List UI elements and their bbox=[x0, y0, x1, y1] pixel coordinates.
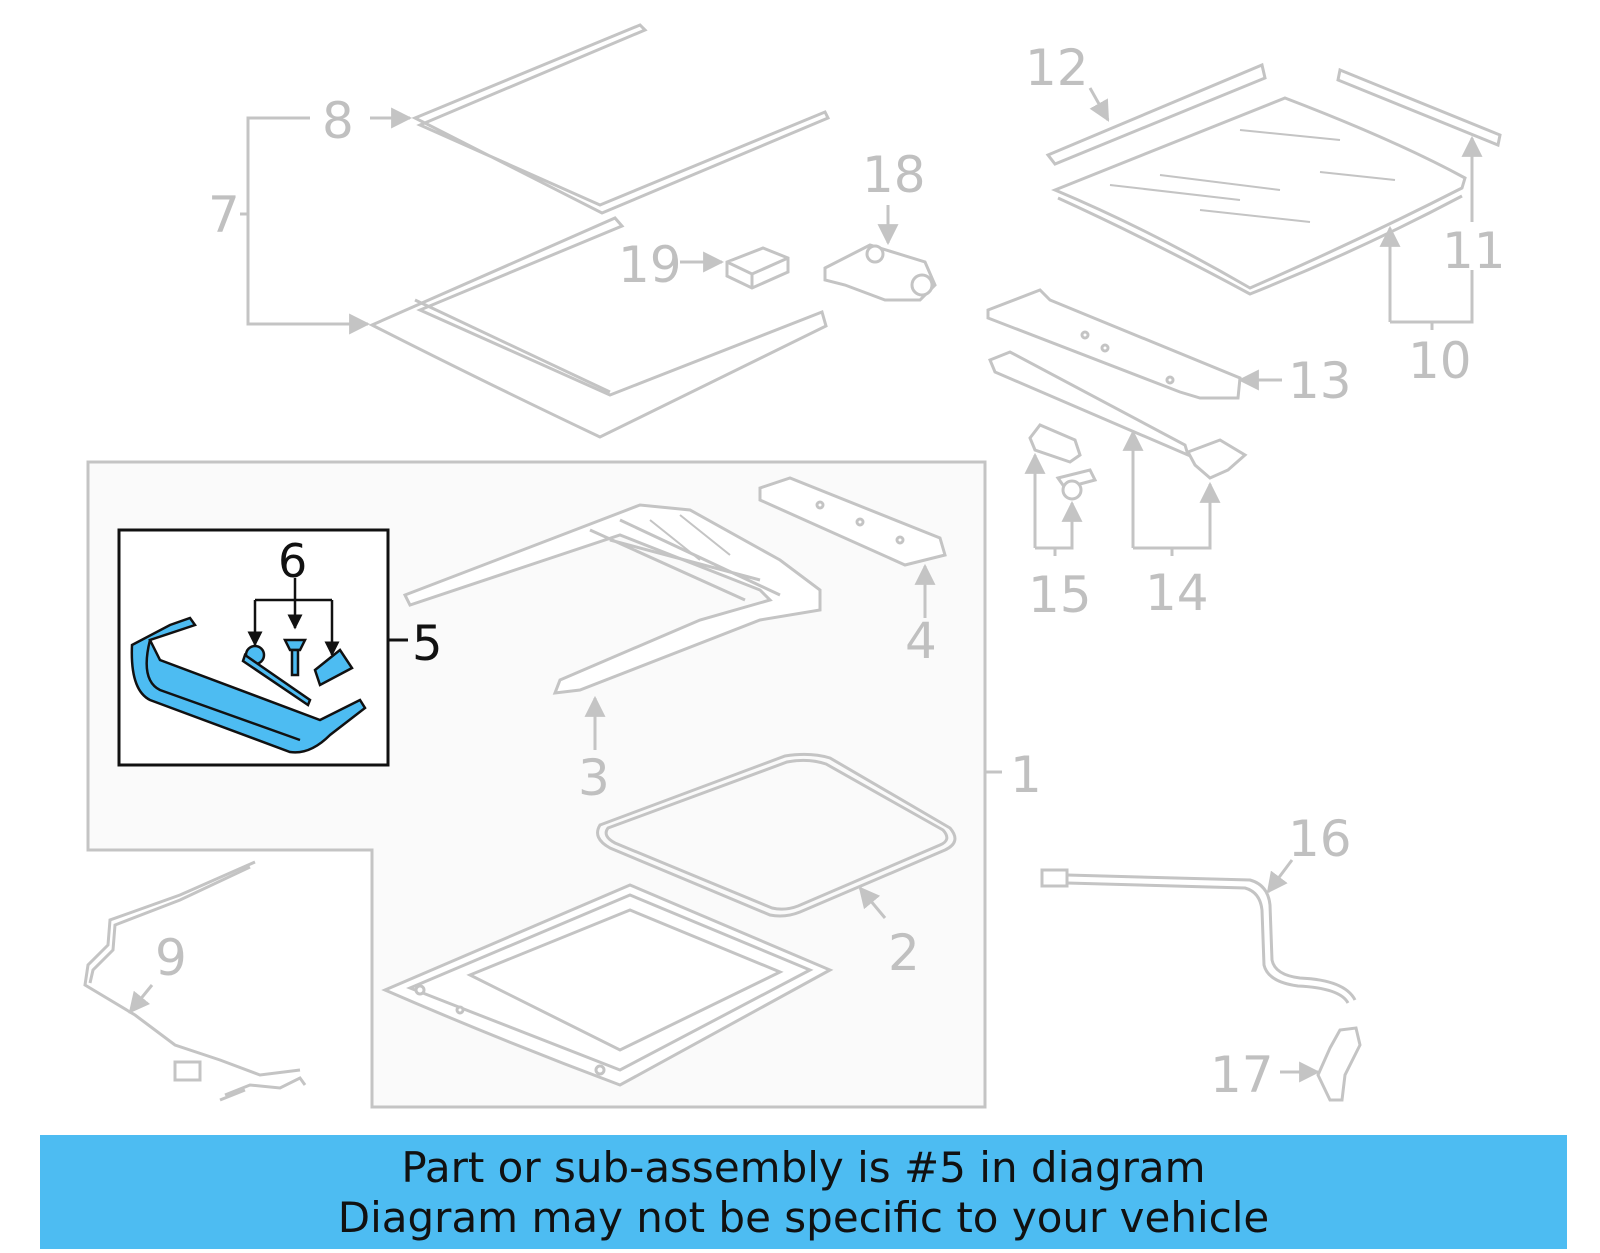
motor-part-18 bbox=[823, 243, 937, 302]
weatherstrip-part-12 bbox=[1045, 62, 1267, 166]
callout-14: 14 bbox=[1145, 564, 1209, 622]
drain-hose-part-16 bbox=[1040, 868, 1357, 1004]
seal-part-2 bbox=[596, 752, 957, 918]
callout-8: 8 bbox=[322, 92, 354, 150]
drain-tray-part-5 bbox=[130, 616, 367, 754]
bracket-15 bbox=[1024, 452, 1083, 556]
info-banner: Part or sub-assembly is #5 in diagram Di… bbox=[40, 1135, 1567, 1249]
rail-part-13 bbox=[986, 288, 1242, 400]
banner-line-2: Diagram may not be specific to your vehi… bbox=[337, 1193, 1270, 1242]
callout-10: 10 bbox=[1408, 332, 1472, 390]
arrow-12 bbox=[1088, 87, 1110, 122]
callout-18: 18 bbox=[862, 146, 926, 204]
callout-9: 9 bbox=[155, 929, 187, 987]
banner-line-1: Part or sub-assembly is #5 in diagram bbox=[401, 1143, 1206, 1192]
callout-13: 13 bbox=[1288, 352, 1352, 410]
bracket-7 bbox=[240, 107, 413, 335]
callout-19: 19 bbox=[618, 236, 682, 294]
housing-assembly bbox=[381, 883, 834, 1087]
callout-1: 1 bbox=[1010, 746, 1042, 804]
callout-7: 7 bbox=[208, 186, 240, 244]
bracket-6 bbox=[247, 578, 340, 657]
hardware-part-6 bbox=[241, 638, 354, 707]
callout-5: 5 bbox=[412, 616, 443, 672]
roof-panel-part-7 bbox=[368, 216, 828, 439]
callout-6: 6 bbox=[278, 534, 307, 588]
rail-part-14 bbox=[988, 350, 1248, 480]
seal-part-11 bbox=[1336, 67, 1502, 148]
roof-molding-part-8 bbox=[411, 23, 831, 215]
control-module-part-19 bbox=[725, 246, 790, 290]
callout-12: 12 bbox=[1025, 39, 1089, 97]
callout-3: 3 bbox=[578, 749, 610, 807]
clip-part-15 bbox=[1028, 423, 1098, 501]
callout-17: 17 bbox=[1210, 1046, 1274, 1104]
callout-11: 11 bbox=[1442, 222, 1506, 280]
bracket-14 bbox=[1122, 429, 1221, 556]
arrow-2 bbox=[858, 886, 887, 919]
arrow-9 bbox=[128, 984, 154, 1014]
hose-clip-part-17 bbox=[1316, 1026, 1362, 1102]
bracket-10 bbox=[1379, 225, 1474, 330]
arrow-16 bbox=[1266, 859, 1294, 894]
callout-15: 15 bbox=[1028, 566, 1092, 624]
callout-2: 2 bbox=[888, 924, 920, 982]
callout-4: 4 bbox=[905, 612, 937, 670]
crossbar-part-4 bbox=[758, 476, 947, 567]
wire-harness-part-9 bbox=[83, 860, 307, 1102]
frame-assembly-parts-3-4 bbox=[402, 503, 822, 695]
callout-16: 16 bbox=[1288, 810, 1352, 868]
